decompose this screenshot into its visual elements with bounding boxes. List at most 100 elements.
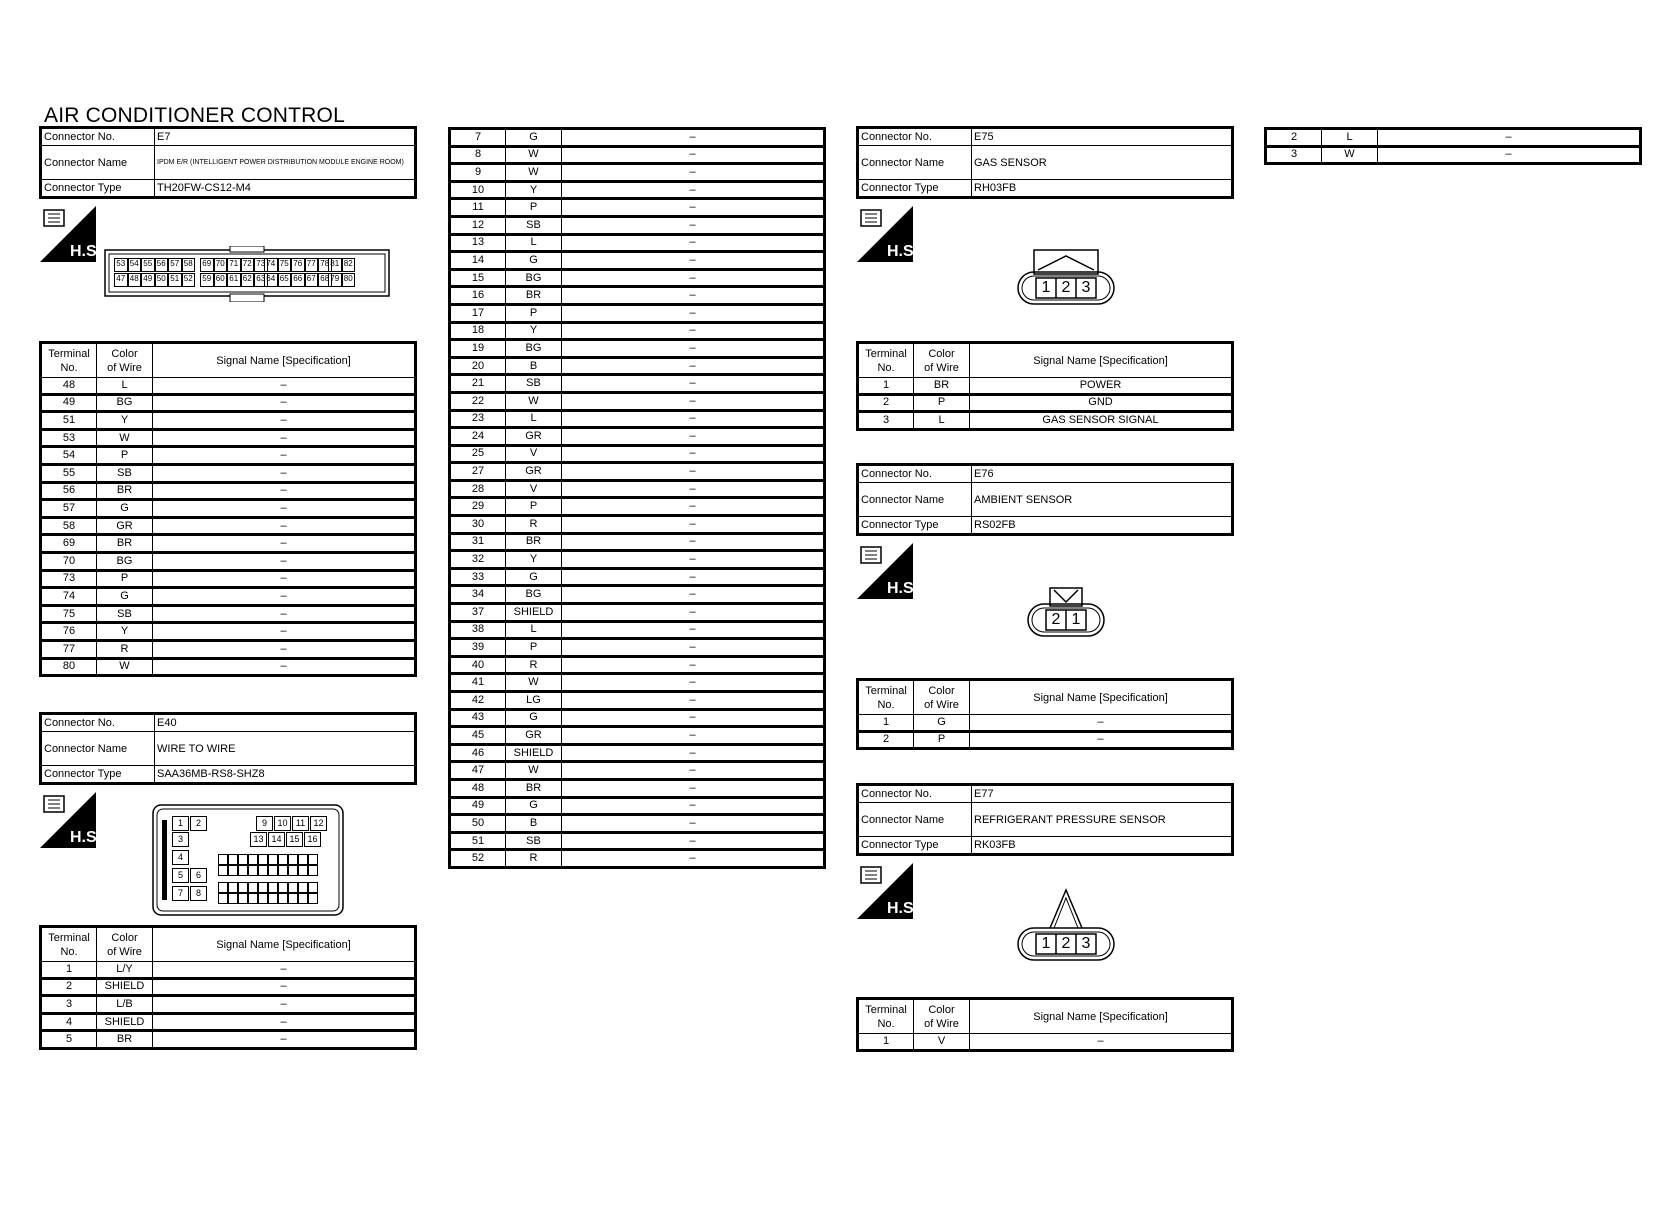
connector-pin: 2 <box>1061 935 1071 952</box>
wire-color-cell: Y <box>505 180 562 201</box>
connector-pin-cell <box>238 865 248 876</box>
terminal-no-cell: 80 <box>40 657 97 678</box>
connector-pin: 82 <box>341 258 355 272</box>
terminal-no-cell: 4 <box>40 1012 97 1033</box>
label-connector-no: Connector No. <box>857 127 972 146</box>
connector-pin-cell <box>258 882 268 893</box>
connector-pin-cell <box>288 854 298 865</box>
connector-pin: 56 <box>154 258 168 272</box>
signal-name-cell: – <box>561 128 825 148</box>
signal-name-cell: – <box>1377 145 1641 166</box>
wire-color-cell: P <box>96 446 153 466</box>
wire-color-cell: LG <box>505 691 562 711</box>
signal-name-cell: – <box>561 215 825 236</box>
terminal-no-cell: 73 <box>40 569 97 590</box>
connector-pin-cell <box>278 893 288 904</box>
connector-type-value: RH03FB <box>971 179 1233 198</box>
wire-color-cell: BG <box>96 551 153 572</box>
connector-pin: 77 <box>304 258 318 272</box>
wire-color-cell: W <box>505 673 562 693</box>
connector-pin: 7 <box>172 886 189 901</box>
wire-color-cell: R <box>505 849 562 869</box>
wire-color-cell: GR <box>505 427 562 447</box>
terminal-no-cell: 8 <box>449 145 506 166</box>
connector-pin: 15 <box>286 832 303 847</box>
signal-name-cell: GND <box>969 393 1233 414</box>
terminal-no-cell: 1 <box>40 961 97 980</box>
wire-color-cell: P <box>505 303 562 324</box>
wire-color-cell: BR <box>96 534 153 554</box>
wire-color-cell: GR <box>96 516 153 537</box>
wire-color-cell: P <box>913 393 970 414</box>
signal-name-cell: – <box>152 411 416 431</box>
wire-color-cell: W <box>505 391 562 412</box>
signal-name-cell: – <box>1377 128 1641 148</box>
harness-side-icon: H.S. <box>40 792 101 848</box>
signal-name-cell: – <box>561 743 825 764</box>
wire-color-cell: R <box>96 639 153 660</box>
wire-color-cell: L/Y <box>96 961 153 980</box>
wire-color-cell: SB <box>505 831 562 852</box>
connector-no-value: E7 <box>154 127 416 146</box>
signal-name-cell: – <box>561 303 825 324</box>
connector-pin: 61 <box>227 273 241 287</box>
hs-label: H.S. <box>887 580 913 597</box>
signal-name-cell: POWER <box>969 377 1233 396</box>
connector-no-value: E75 <box>971 127 1233 146</box>
signal-name-cell: – <box>561 497 825 518</box>
connector-pin-cell <box>308 893 318 904</box>
terminal-no-cell: 2 <box>857 393 914 414</box>
signal-name-cell: – <box>561 356 825 377</box>
signal-name-cell: – <box>152 604 416 625</box>
connector-pin: 1 <box>1041 935 1051 952</box>
wire-color-cell: BR <box>913 377 970 396</box>
connector-pin: 11 <box>292 816 309 831</box>
terminal-no-cell: 27 <box>449 462 506 482</box>
connector-pin: 80 <box>341 273 355 287</box>
terminal-no-cell: 17 <box>449 303 506 324</box>
connector-pin-cell <box>248 854 258 865</box>
harness-side-icon: H.S. <box>857 543 918 599</box>
label-connector-type: Connector Type <box>857 179 972 198</box>
signal-name-cell: – <box>561 620 825 641</box>
connector-pin-cell <box>288 882 298 893</box>
signal-name-cell: GAS SENSOR SIGNAL <box>969 411 1233 431</box>
signal-name-cell: – <box>152 1012 416 1033</box>
signal-name-cell: – <box>561 462 825 482</box>
header-signal: Signal Name [Specification] <box>969 998 1233 1034</box>
wire-color-cell: BR <box>96 481 153 502</box>
connector-pin: 8 <box>190 886 207 901</box>
connector-pin-cell <box>258 865 268 876</box>
wire-color-cell: SB <box>505 215 562 236</box>
connector-pin-cell <box>298 882 308 893</box>
terminal-no-cell: 9 <box>449 163 506 183</box>
connector-type-value: SAA36MB-RS8-SHZ8 <box>154 765 416 784</box>
connector-pin-cell <box>308 882 318 893</box>
wire-color-cell: G <box>505 796 562 817</box>
label-connector-no: Connector No. <box>40 713 155 732</box>
connector-pin: 78 <box>318 258 332 272</box>
connector-pin: 58 <box>181 258 195 272</box>
connector-pin-cell <box>238 882 248 893</box>
connector-pin: 49 <box>141 273 155 287</box>
terminal-no-cell: 15 <box>449 268 506 289</box>
wire-color-cell: G <box>505 567 562 588</box>
